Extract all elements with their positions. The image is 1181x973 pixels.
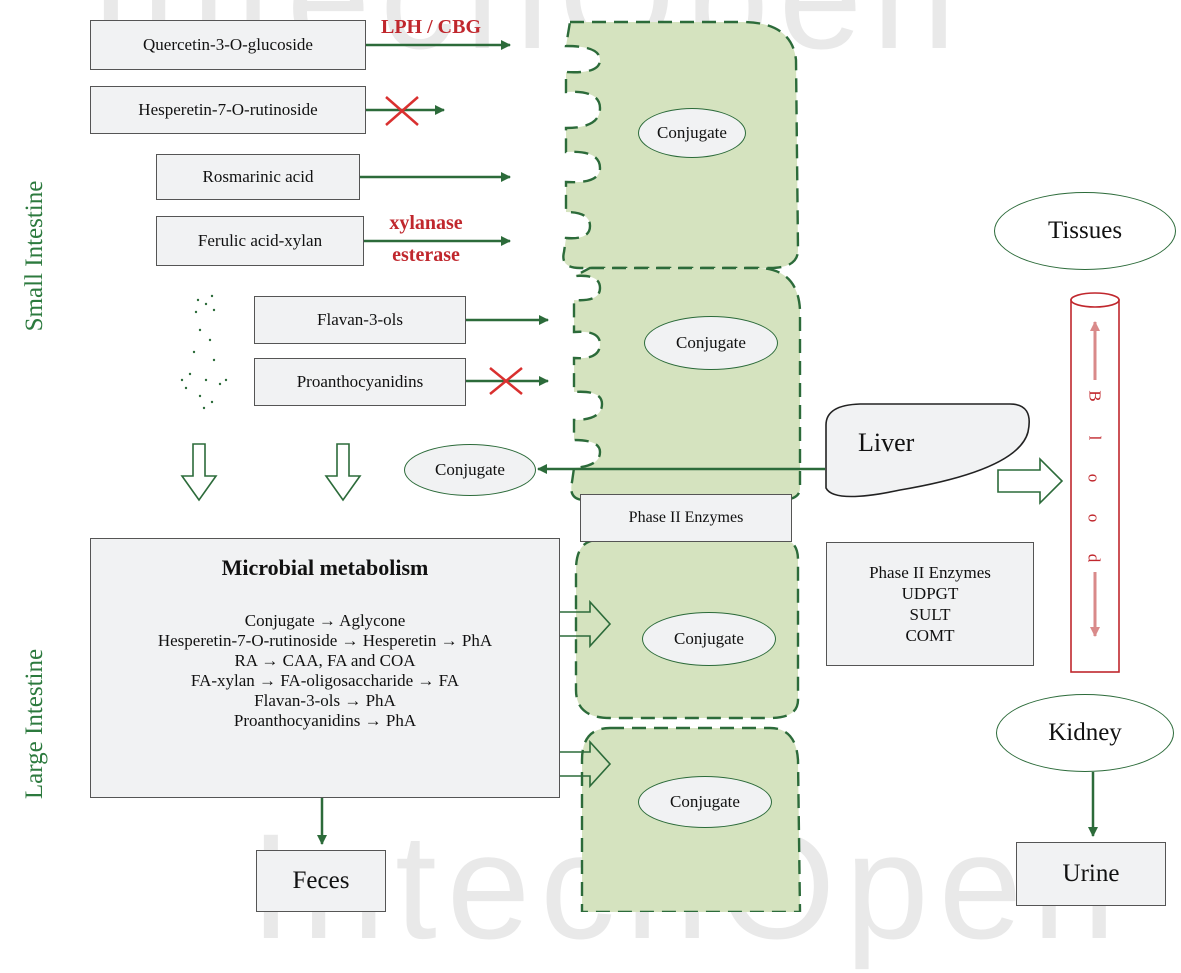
blood-letter: B <box>1085 390 1105 402</box>
blood-letter: o <box>1084 473 1104 483</box>
blood-vessel-top <box>1070 292 1120 308</box>
xylanase-label: xylanase <box>389 212 463 234</box>
microbial-line: Proanthocyanidins → PhA <box>233 711 417 730</box>
microbial-title: Microbial metabolism <box>221 555 429 580</box>
urine-box: Urine <box>1016 842 1166 906</box>
esterase-label: esterase <box>392 244 460 266</box>
blocked-cross-2b <box>489 367 523 395</box>
blood-letter: l <box>1085 435 1105 441</box>
enterocyte-cell-2 <box>570 266 802 502</box>
tissues-ellipse: Tissues <box>994 192 1176 270</box>
phase2-enzymes-list: Phase II Enzymes UDPGT SULT COMT <box>826 542 1034 666</box>
dotted-polymer-icon <box>180 294 228 410</box>
microbial-metabolism-box: Microbial metabolism Conjugate → Aglycon… <box>90 538 560 798</box>
conjugate-ellipse-1: Conjugate <box>638 108 746 158</box>
microbial-line: RA → CAA, FA and COA <box>234 651 416 670</box>
phase2-enzymes-box: Phase II Enzymes <box>580 494 792 542</box>
proantho-box: Proanthocyanidins <box>254 358 466 406</box>
conjugate-ellipse-lumen: Conjugate <box>404 444 536 496</box>
hesperetin-box: Hesperetin-7-O-rutinoside <box>90 86 366 134</box>
flavan-box: Flavan-3-ols <box>254 296 466 344</box>
blocked-cross-1b <box>385 96 419 126</box>
right-arrow-blood-icon <box>997 457 1064 505</box>
small-intestine-label: Small Intestine <box>21 180 48 332</box>
conjugate-ellipse-2: Conjugate <box>644 316 778 370</box>
ferulic-box: Ferulic acid-xylan <box>156 216 364 266</box>
phase2-list-item: Phase II Enzymes <box>869 563 991 582</box>
large-intestine-label: Large Intestine <box>21 648 48 800</box>
rosmarinic-box: Rosmarinic acid <box>156 154 360 200</box>
blood-letter: d <box>1084 553 1104 563</box>
microbial-line: Hesperetin-7-O-rutinoside → Hesperetin →… <box>157 631 493 650</box>
down-arrow-right-icon <box>324 443 362 502</box>
microbial-line: FA-xylan → FA-oligosaccharide → FA <box>190 671 460 690</box>
lph-cbg-label: LPH / CBG <box>380 16 481 38</box>
feces-box: Feces <box>256 850 386 912</box>
blood-letter: o <box>1084 513 1104 523</box>
microbial-line: Conjugate → Aglycone <box>244 611 406 630</box>
liver-shape <box>825 403 1030 498</box>
conjugate-ellipse-4: Conjugate <box>638 776 772 828</box>
microbial-line: Flavan-3-ols → PhA <box>254 691 396 710</box>
conjugate-ellipse-3: Conjugate <box>642 612 776 666</box>
phase2-list-item: UDPGT <box>901 584 959 603</box>
quercetin-box: Quercetin-3-O-glucoside <box>90 20 366 70</box>
phase2-list-item: COMT <box>905 626 955 645</box>
kidney-ellipse: Kidney <box>996 694 1174 772</box>
liver-label: Liver <box>858 428 915 457</box>
phase2-list-item: SULT <box>909 605 951 624</box>
down-arrow-left-icon <box>180 443 218 502</box>
